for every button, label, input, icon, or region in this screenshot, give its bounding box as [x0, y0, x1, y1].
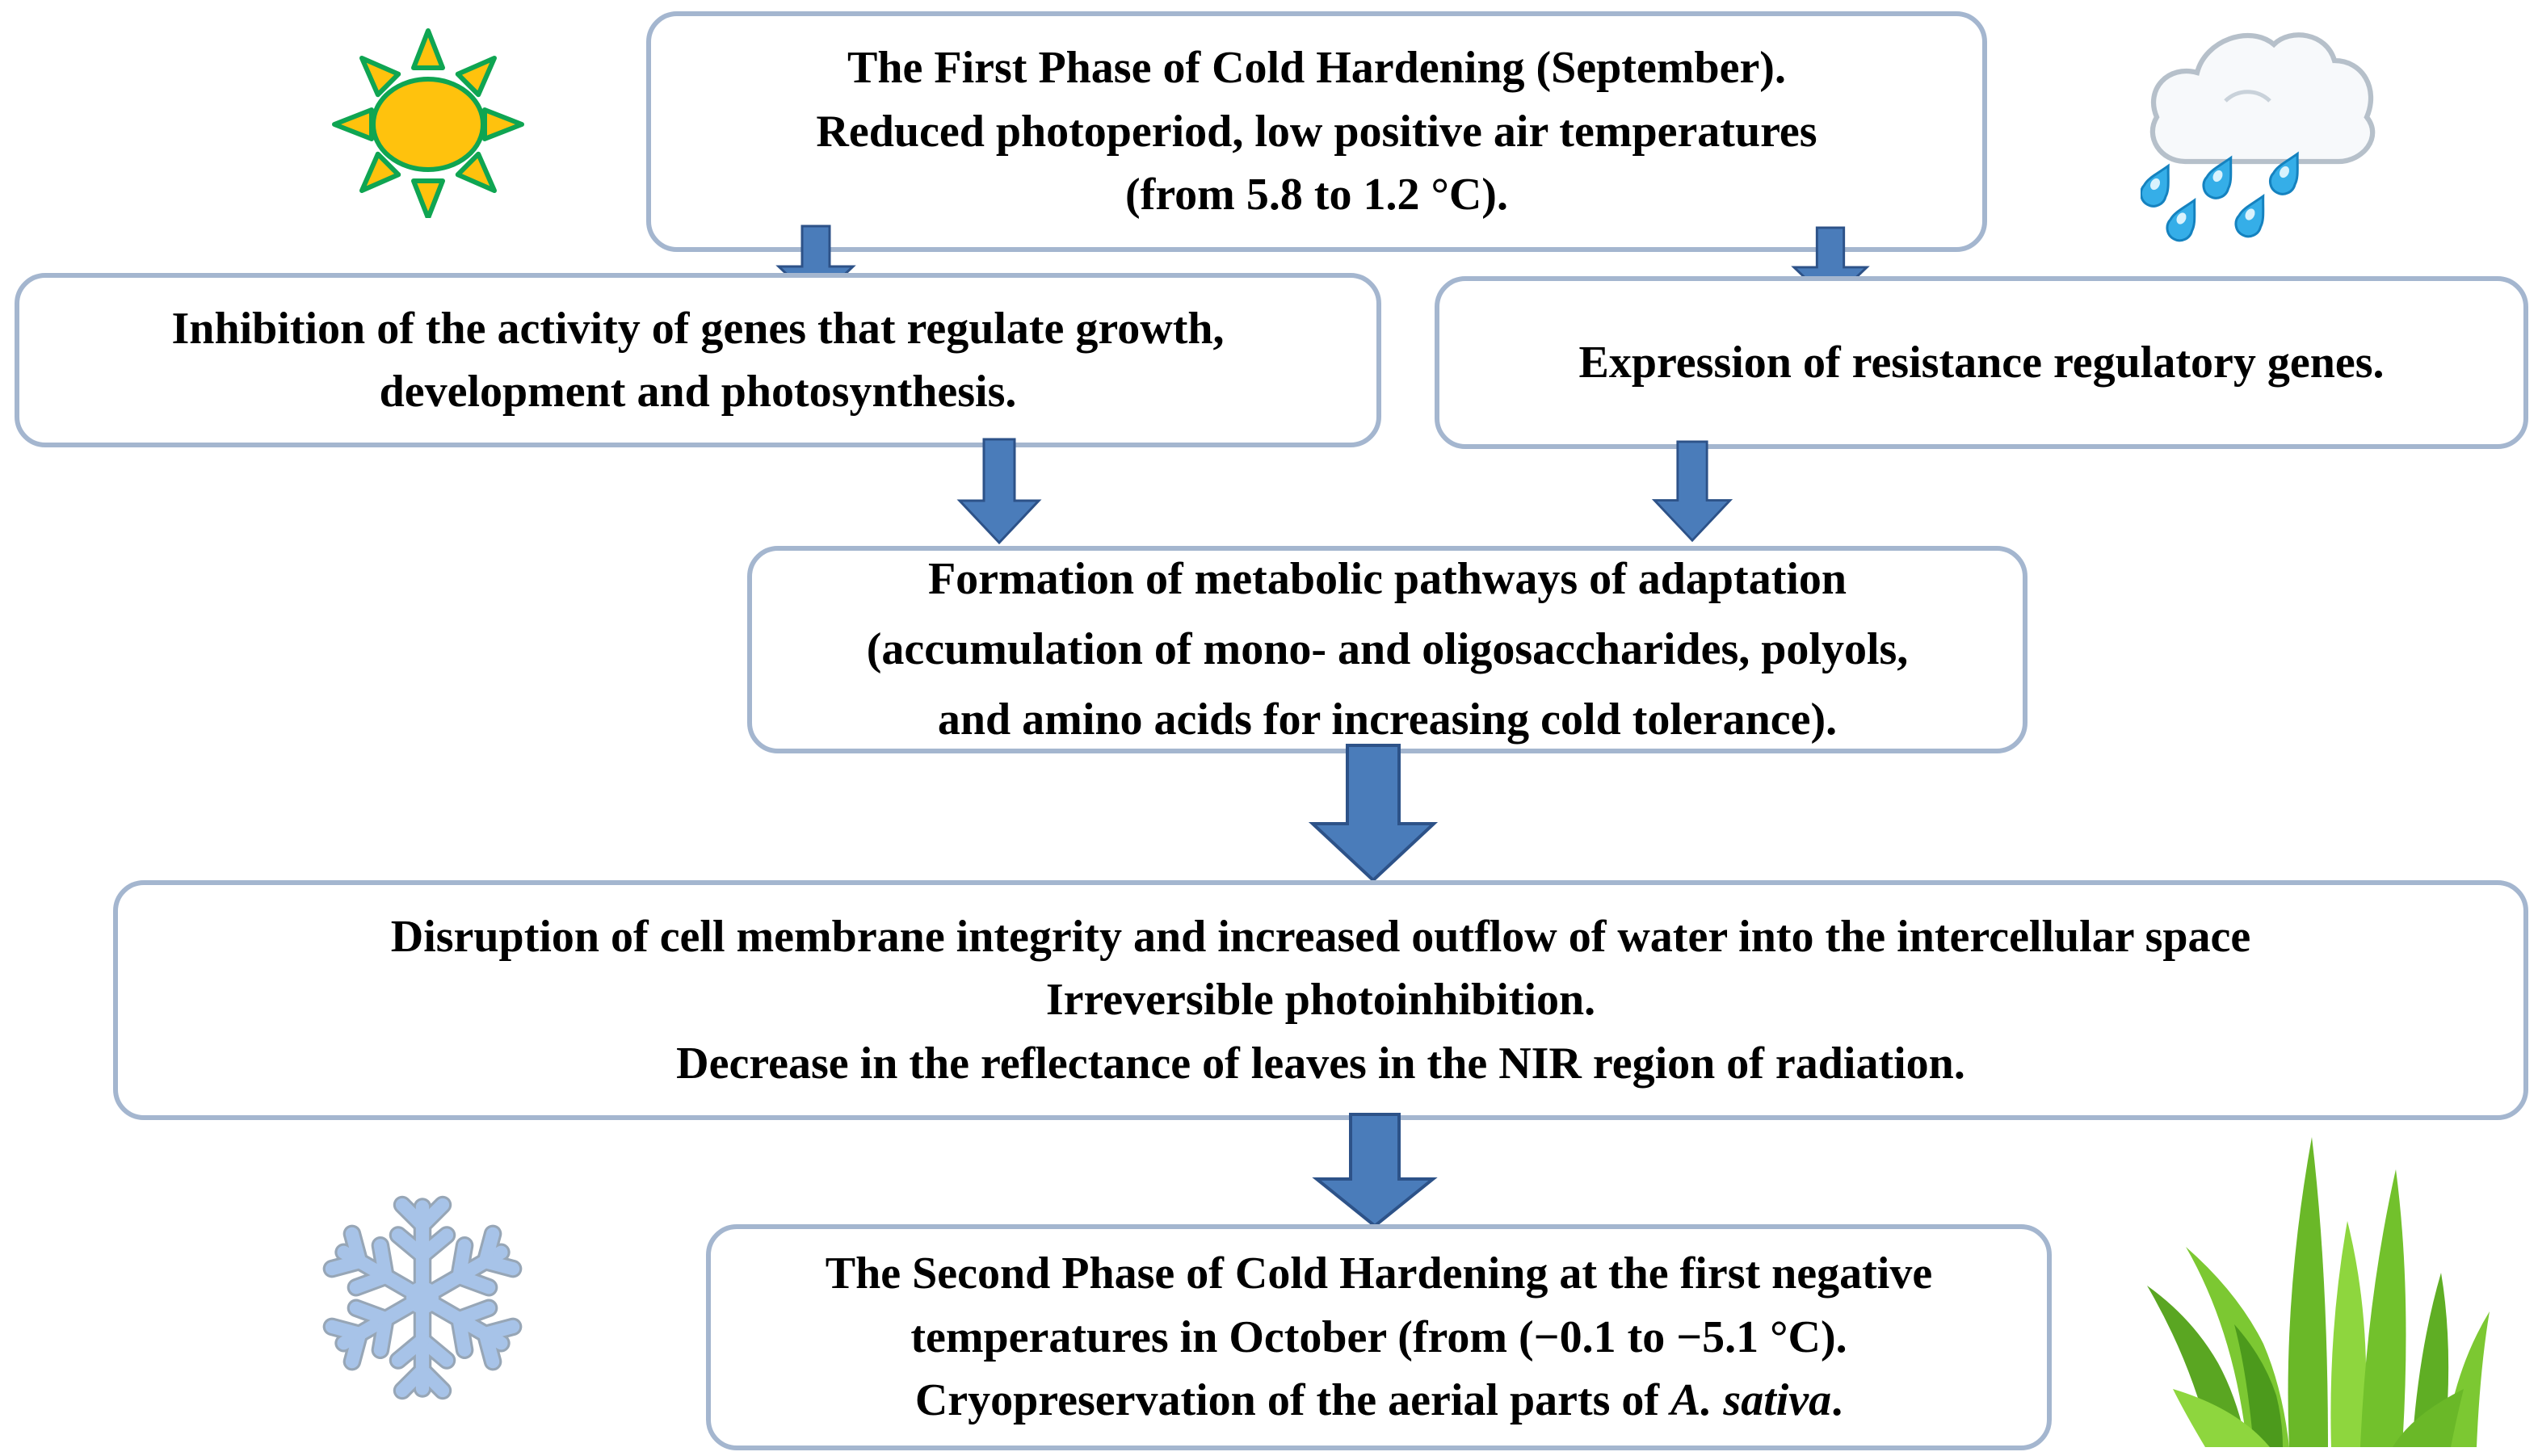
- grass-icon: [2147, 1137, 2490, 1447]
- text-line: The Second Phase of Cold Hardening at th…: [825, 1248, 1933, 1299]
- box-inhibition: Inhibition of the activity of genes that…: [15, 273, 1381, 447]
- text-line: Cryopreservation of the aerial parts of …: [914, 1375, 1843, 1426]
- text-line: Inhibition of the activity of genes that…: [171, 303, 1225, 354]
- text-line: (from 5.8 to 1.2 °C).: [1125, 170, 1508, 220]
- rain-cloud-icon: [2141, 32, 2376, 242]
- text-line: and amino acids for increasing cold tole…: [937, 694, 1838, 745]
- down-arrow: [1651, 440, 1733, 543]
- text-line: Reduced photoperiod, low positive air te…: [816, 106, 1817, 157]
- box-metabolic-pathways: Formation of metabolic pathways of adapt…: [747, 546, 2027, 753]
- text-line: Irreversible photoinhibition.: [1045, 975, 1596, 1026]
- down-arrow: [956, 438, 1042, 545]
- text-line: (accumulation of mono- and oligosacchari…: [866, 624, 1909, 675]
- box-first-phase: The First Phase of Cold Hardening (Septe…: [646, 11, 1987, 252]
- species-name: A. sativa: [1670, 1375, 1832, 1426]
- down-arrow-large: [1312, 1113, 1438, 1228]
- cloud-shape: [2149, 32, 2376, 165]
- text-line: development and photosynthesis.: [379, 367, 1017, 417]
- text-line: Expression of resistance regulatory gene…: [1578, 337, 2385, 388]
- box-second-phase: The Second Phase of Cold Hardening at th…: [706, 1224, 2052, 1450]
- text-line: Disruption of cell membrane integrity an…: [390, 911, 2251, 962]
- text-line: Formation of metabolic pathways of adapt…: [927, 554, 1847, 605]
- text-line: temperatures in October (from (−0.1 to −…: [910, 1311, 1847, 1362]
- text-line: The First Phase of Cold Hardening (Septe…: [847, 43, 1786, 94]
- text-line: Decrease in the reflectance of leaves in…: [676, 1038, 1965, 1089]
- down-arrow-large: [1308, 744, 1439, 883]
- sun-icon: [332, 28, 524, 218]
- raindrops: [2141, 151, 2299, 242]
- snowflake-icon: [322, 1195, 523, 1400]
- box-expression: Expression of resistance regulatory gene…: [1435, 276, 2528, 449]
- box-disruption: Disruption of cell membrane integrity an…: [113, 880, 2528, 1120]
